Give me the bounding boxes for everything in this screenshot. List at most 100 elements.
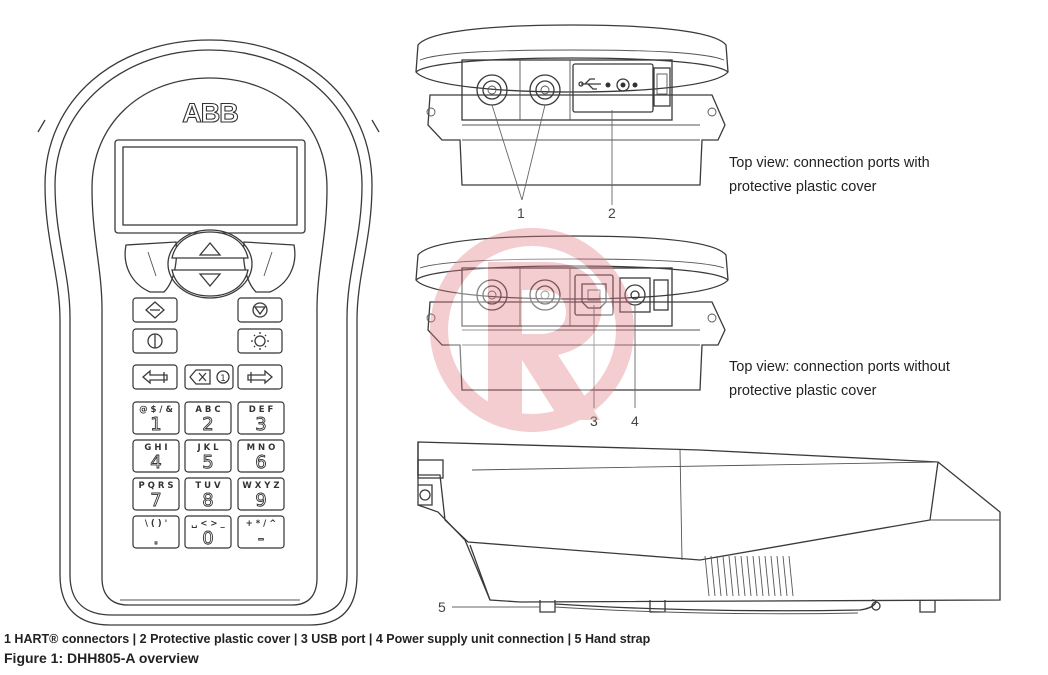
key-letters: \ ( ) ' <box>145 519 167 529</box>
numeric-key-9[interactable] <box>237 477 285 511</box>
numeric-key-6[interactable] <box>237 439 285 473</box>
abb-logo: ABB <box>182 98 238 128</box>
numeric-key-2[interactable] <box>184 401 232 435</box>
figure-caption: Figure 1: DHH805-A overview <box>4 650 199 666</box>
vent-slot <box>752 555 758 597</box>
numeric-key-4[interactable] <box>132 439 180 473</box>
key-letters: + * / ^ <box>246 519 277 529</box>
faceplate <box>91 77 328 606</box>
numeric-key-dot[interactable] <box>132 515 180 549</box>
top-view-covered: 1 2 <box>415 24 729 221</box>
vent-slot <box>776 555 782 597</box>
vent-grille <box>704 555 794 597</box>
usb-icon <box>578 78 601 90</box>
key-digit: 2 <box>202 414 213 435</box>
vent-slot <box>710 555 716 597</box>
callout-1: 1 <box>517 205 525 221</box>
numeric-key-8[interactable] <box>184 477 232 511</box>
start-icon <box>145 301 165 319</box>
numeric-key-7[interactable] <box>132 477 180 511</box>
callout-4: 4 <box>631 413 639 429</box>
key-digit: - <box>258 528 265 549</box>
top-uncovered-line2: protective plastic cover <box>729 383 877 399</box>
numeric-key-1[interactable] <box>132 401 180 435</box>
numeric-key-dash[interactable] <box>237 515 285 549</box>
top-covered-line2: protective plastic cover <box>729 179 877 195</box>
vent-slot <box>716 555 722 597</box>
key-digit: 0 <box>202 528 213 549</box>
key-digit: 8 <box>202 490 213 511</box>
up-key[interactable] <box>171 231 249 259</box>
callout-3: 3 <box>590 413 598 429</box>
front-view: ABB 1 @ <box>37 39 380 626</box>
display-screen <box>122 146 298 226</box>
vent-slot <box>758 555 764 597</box>
vent-slot <box>746 555 752 597</box>
key-digit: 3 <box>255 414 266 435</box>
key-letters: @ $ / & <box>139 405 173 415</box>
protective-cover <box>572 63 654 113</box>
key-digit: . <box>153 528 159 549</box>
key-letters: T U V <box>195 481 221 491</box>
tab-right-key[interactable] <box>237 364 283 390</box>
numeric-key-0[interactable] <box>184 515 232 549</box>
brightness-key[interactable] <box>237 328 283 354</box>
tab-left-icon <box>142 369 168 385</box>
leader-1a <box>491 104 523 201</box>
vent-slot <box>728 555 734 597</box>
vent-slot <box>722 555 728 597</box>
power-jack-icon <box>605 78 638 92</box>
top-uncovered-line1: Top view: connection ports without <box>729 359 950 375</box>
side-notch <box>37 119 380 133</box>
key-digit: 7 <box>150 490 161 511</box>
top-uncovered-description: Top view: connection ports without prote… <box>729 355 950 403</box>
side-view: 5 <box>417 441 1001 615</box>
connector-bay <box>461 59 673 121</box>
brightness-icon <box>251 332 269 350</box>
enter-icon <box>247 369 273 385</box>
stop-key[interactable] <box>237 297 283 323</box>
figure-legend: 1 HART® connectors | 2 Protective plasti… <box>4 632 651 646</box>
vent-slot <box>788 555 794 597</box>
down-key[interactable] <box>171 269 249 297</box>
key-digit: 6 <box>255 452 266 473</box>
stop-icon <box>252 302 268 318</box>
key-letters: P Q R S <box>138 481 173 491</box>
key-digit: 1 <box>150 414 161 435</box>
top-covered-description: Top view: connection ports with protecti… <box>729 151 930 199</box>
leader-1b <box>521 104 546 201</box>
down-arrow-icon <box>198 273 222 288</box>
key-letters: A B C <box>195 405 220 415</box>
vent-slot <box>770 555 776 597</box>
numeric-key-5[interactable] <box>184 439 232 473</box>
backspace-icon <box>189 369 211 385</box>
key-letters: J K L <box>196 443 219 453</box>
vent-slot <box>782 555 788 597</box>
numeric-key-3[interactable] <box>237 401 285 435</box>
key-letters: M N O <box>247 443 276 453</box>
nav-pad <box>167 229 253 299</box>
key-letters: W X Y Z <box>242 481 279 491</box>
key-digit: 4 <box>150 452 161 473</box>
hand-strap <box>554 599 877 612</box>
watermark-logo <box>430 228 634 432</box>
callout-5: 5 <box>438 599 446 615</box>
key-letters: D E F <box>249 405 274 415</box>
numeric-keypad: @ $ / &1 A B C2 D E F3 G H I4 J K L5 M N O6 P … <box>132 401 285 549</box>
tab-left-key[interactable] <box>132 364 178 390</box>
top-covered-line1: Top view: connection ports with <box>729 155 930 171</box>
vent-slot <box>740 555 746 597</box>
callout-2: 2 <box>608 205 616 221</box>
up-arrow-icon <box>198 241 222 256</box>
svg-text:1: 1 <box>220 374 226 384</box>
vent-slot <box>734 555 740 597</box>
key-letters: ␣ < > _ <box>191 519 225 529</box>
key-digit: 5 <box>202 452 213 473</box>
vent-slot <box>704 555 710 597</box>
vent-slot <box>764 555 770 597</box>
side-body <box>417 441 1001 603</box>
top-view-uncovered: 3 4 <box>415 235 729 429</box>
key-letters: G H I <box>144 443 167 453</box>
device-rim <box>54 49 363 616</box>
